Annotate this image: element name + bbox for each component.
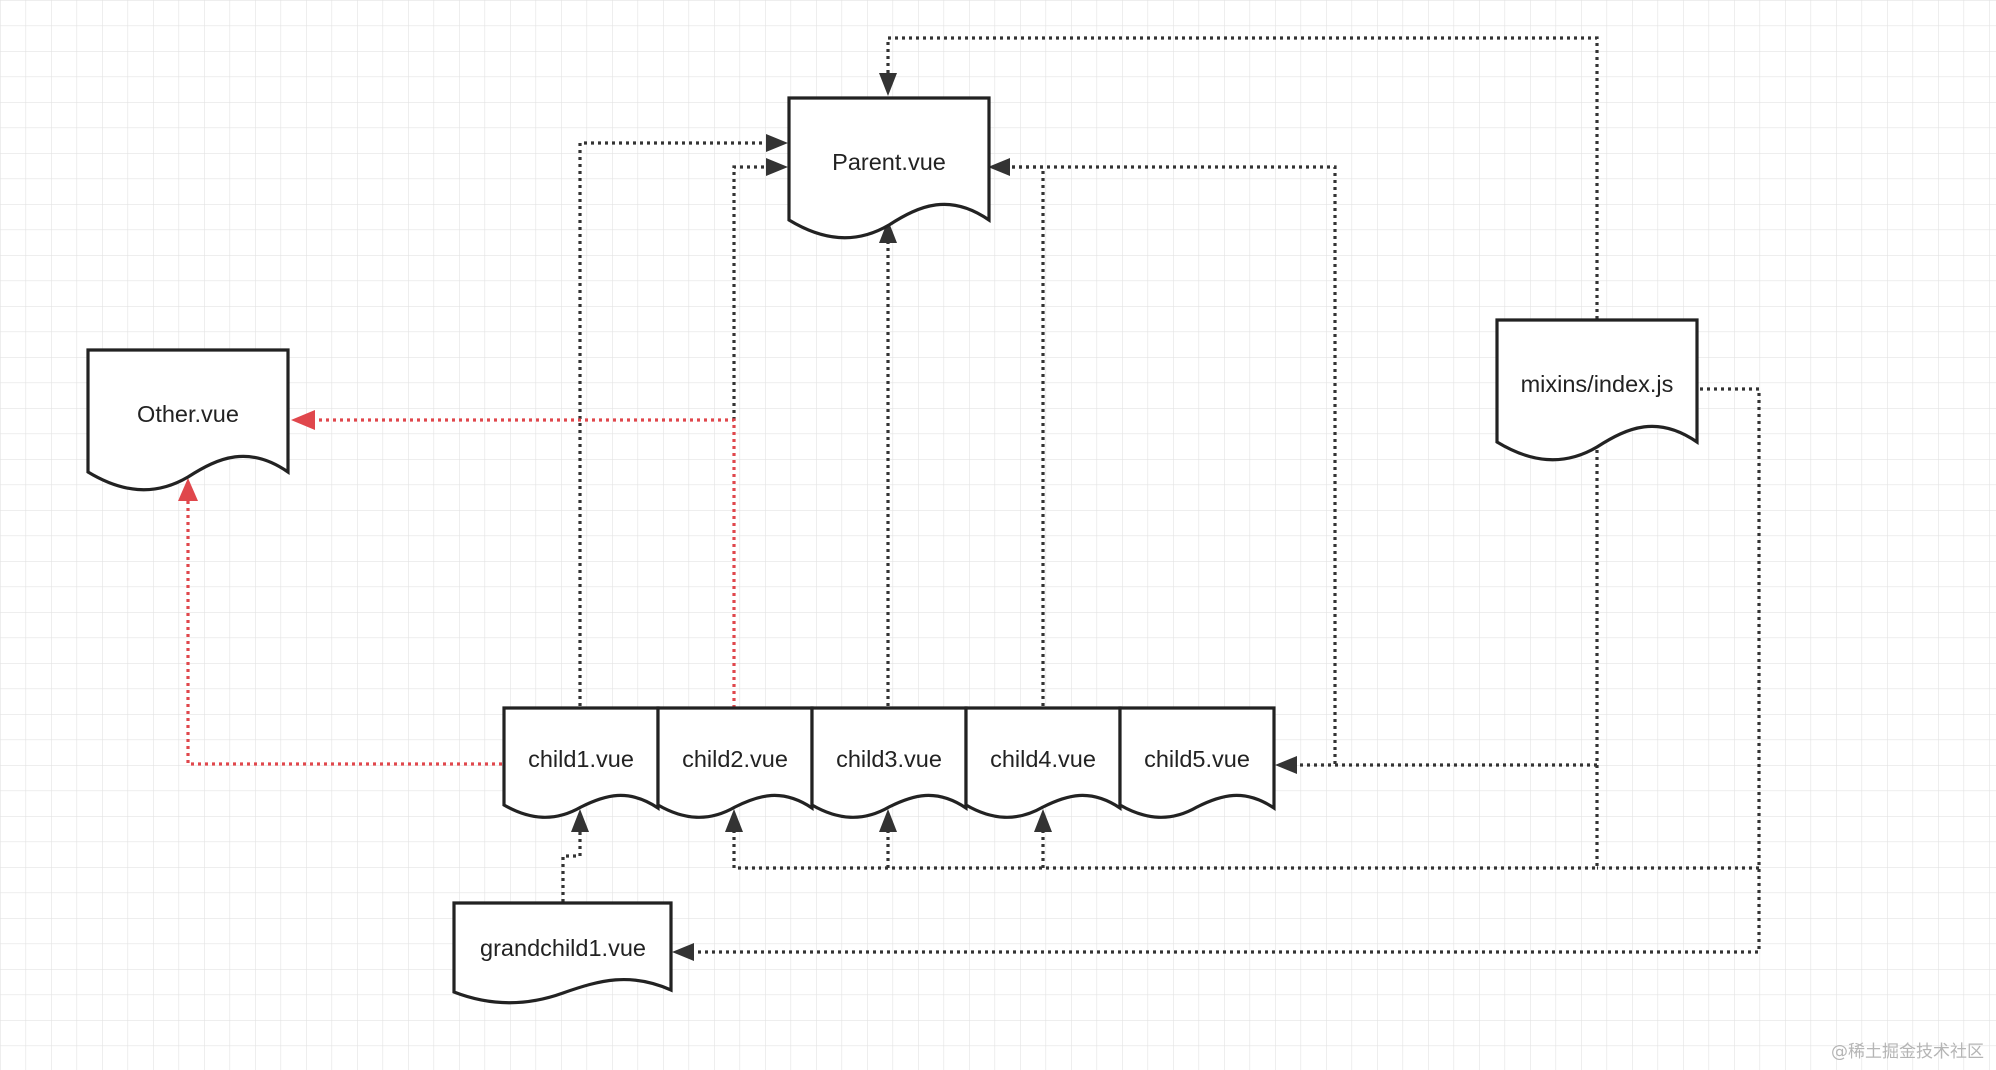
node-child1-label: child1.vue xyxy=(528,746,634,772)
arrowhead-child5-right xyxy=(1275,756,1297,774)
arrowhead-parent-left-2 xyxy=(766,158,788,176)
edge-mixins-parent xyxy=(886,36,1599,319)
node-parent-label: Parent.vue xyxy=(832,149,946,175)
arrowheads-red xyxy=(178,410,315,501)
arrowhead-parent-top xyxy=(879,73,897,96)
node-parent[interactable]: Parent.vue xyxy=(787,96,991,240)
arrowhead-grandchild1-right xyxy=(672,943,694,961)
node-grandchild1[interactable]: grandchild1.vue xyxy=(452,901,673,1005)
arrowheads-dark xyxy=(571,73,1297,961)
node-other[interactable]: Other.vue xyxy=(86,348,290,492)
arrowhead-child3-bottom xyxy=(879,809,897,832)
node-child2-label: child2.vue xyxy=(682,746,788,772)
arrowhead-other-bottom xyxy=(178,478,198,501)
nodes: Parent.vue Other.vue mixins/index.js chi… xyxy=(86,96,1699,1005)
node-other-label: Other.vue xyxy=(137,401,239,427)
arrowhead-child1-bottom xyxy=(571,809,589,832)
edge-child1-parent xyxy=(578,141,773,706)
edge-grandchild1-child1 xyxy=(561,815,582,902)
node-child1[interactable]: child1.vue xyxy=(502,706,660,819)
node-mixins[interactable]: mixins/index.js xyxy=(1495,318,1699,462)
node-mixins-label: mixins/index.js xyxy=(1521,371,1674,397)
arrowhead-parent-right xyxy=(988,158,1010,176)
edges-dark xyxy=(561,36,1761,954)
node-grandchild1-label: grandchild1.vue xyxy=(480,935,646,961)
edges-red xyxy=(186,418,736,766)
node-child5[interactable]: child5.vue xyxy=(1118,706,1276,819)
arrowhead-other-right xyxy=(291,410,315,430)
edge-child5-parent xyxy=(1000,165,1337,764)
watermark: @稀土掘金技术社区 xyxy=(1831,1042,1984,1062)
edge-mixins-children-bus xyxy=(732,765,1599,870)
edge-mixins-grandchild1 xyxy=(682,387,1761,954)
arrowhead-parent-bottom xyxy=(879,220,897,243)
edge-child2-other xyxy=(305,418,736,708)
node-child5-label: child5.vue xyxy=(1144,746,1250,772)
node-child4-label: child4.vue xyxy=(990,746,1096,772)
arrowhead-child4-bottom xyxy=(1034,809,1052,832)
node-child3-label: child3.vue xyxy=(836,746,942,772)
node-child3[interactable]: child3.vue xyxy=(810,706,968,819)
edge-child2-parent xyxy=(732,165,773,420)
node-child4[interactable]: child4.vue xyxy=(964,706,1122,819)
arrowhead-child2-bottom xyxy=(725,809,743,832)
node-child2[interactable]: child2.vue xyxy=(656,706,814,819)
arrowhead-parent-left-1 xyxy=(766,134,788,152)
